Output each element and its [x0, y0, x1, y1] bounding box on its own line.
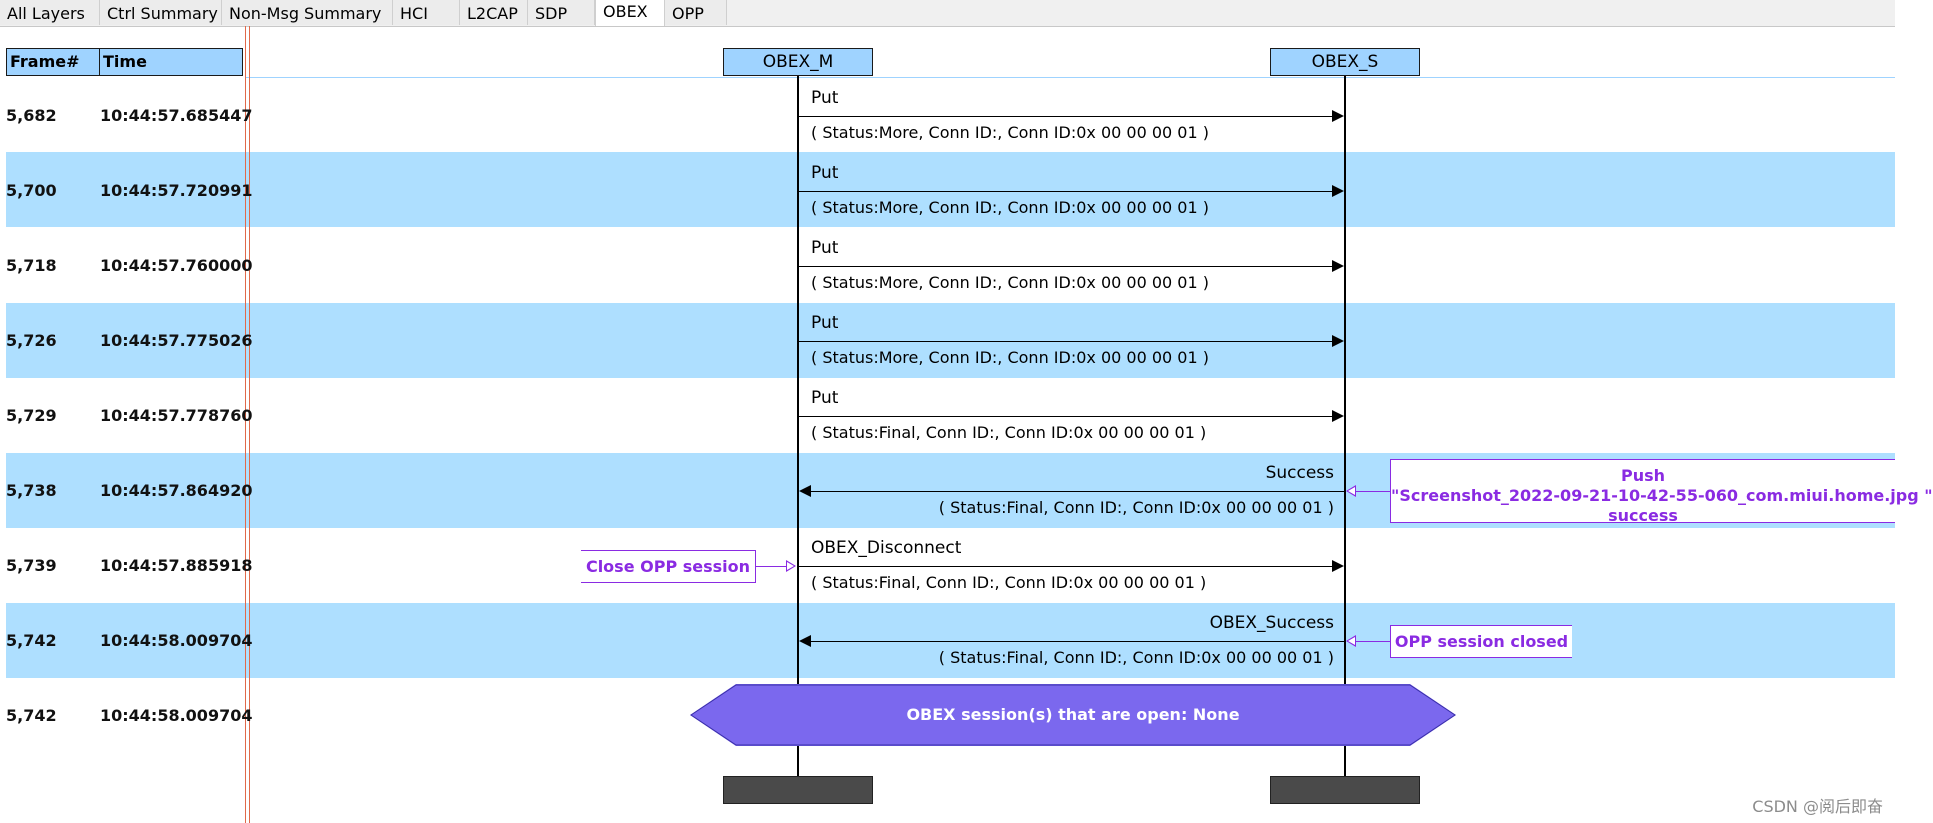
row-band [6, 603, 1895, 678]
message-label[interactable]: Put [811, 88, 839, 108]
row-band [6, 152, 1895, 227]
arrowhead-right-icon [1332, 410, 1344, 422]
tab-bar: All Layers Ctrl Summary Non-Msg Summary … [0, 0, 1895, 27]
message-arrow[interactable] [799, 341, 1332, 342]
time-cell[interactable]: 10:44:57.760000 [100, 256, 253, 275]
lifeline-footer-obex-s [1270, 776, 1420, 804]
lifeline-header-obex-m[interactable]: OBEX_M [723, 48, 873, 76]
message-label[interactable]: Put [811, 238, 839, 258]
message-label[interactable]: Put [811, 313, 839, 333]
message-arrow[interactable] [811, 491, 1344, 492]
message-label[interactable]: OBEX_Disconnect [811, 538, 962, 558]
message-params[interactable]: ( Status:Final, Conn ID:, Conn ID:0x 00 … [811, 573, 1207, 592]
message-params[interactable]: ( Status:Final, Conn ID:, Conn ID:0x 00 … [938, 498, 1334, 517]
time-cell[interactable]: 10:44:57.775026 [100, 331, 253, 350]
message-label[interactable]: Put [811, 163, 839, 183]
frame-cell[interactable]: 5,742 [6, 631, 57, 650]
message-arrow[interactable] [799, 566, 1332, 567]
push-note-file: "Screenshot_2022-09-21-10-42-55-060_com.… [1391, 486, 1933, 505]
lifeline-obex-m [797, 76, 799, 776]
frame-cell[interactable]: 5,682 [6, 106, 57, 125]
tab-l2cap[interactable]: L2CAP [460, 0, 528, 25]
arrowhead-right-icon [1332, 260, 1344, 272]
frame-cell[interactable]: 5,739 [6, 556, 57, 575]
message-params[interactable]: ( Status:More, Conn ID:, Conn ID:0x 00 0… [811, 348, 1209, 367]
tab-non-msg-summary[interactable]: Non-Msg Summary [222, 0, 393, 25]
tab-hci[interactable]: HCI [393, 0, 460, 25]
open-sessions-banner[interactable] [690, 684, 1456, 746]
arrowhead-right-icon [1332, 560, 1344, 572]
message-params[interactable]: ( Status:Final, Conn ID:, Conn ID:0x 00 … [938, 648, 1334, 667]
time-column-header[interactable]: Time [99, 48, 243, 76]
header-rule [245, 77, 1895, 78]
time-cell[interactable]: 10:44:57.885918 [100, 556, 253, 575]
frame-cell[interactable]: 5,718 [6, 256, 57, 275]
push-note-title: Push [1620, 466, 1666, 485]
note-connector [1354, 491, 1390, 492]
message-params[interactable]: ( Status:More, Conn ID:, Conn ID:0x 00 0… [811, 198, 1209, 217]
column-splitter[interactable] [249, 26, 250, 823]
frame-column-header[interactable]: Frame# [6, 48, 100, 76]
banner-text: OBEX session(s) that are open: None [906, 705, 1240, 724]
time-cell[interactable]: 10:44:57.685447 [100, 106, 253, 125]
message-label[interactable]: Success [1265, 463, 1334, 483]
lifeline-obex-s [1344, 76, 1346, 776]
message-arrow[interactable] [799, 266, 1332, 267]
session-closed-note[interactable]: OPP session closed [1390, 625, 1572, 658]
note-connector [1354, 641, 1390, 642]
note-connector [756, 566, 786, 567]
arrowhead-right-icon [1332, 185, 1344, 197]
time-cell[interactable]: 10:44:58.009704 [100, 706, 253, 725]
row-band [6, 303, 1895, 378]
watermark: CSDN @阅后即奋 [1752, 797, 1883, 816]
message-params[interactable]: ( Status:Final, Conn ID:, Conn ID:0x 00 … [811, 423, 1207, 442]
time-cell[interactable]: 10:44:58.009704 [100, 631, 253, 650]
banner-outline [690, 684, 1456, 746]
message-label[interactable]: Put [811, 388, 839, 408]
message-arrow[interactable] [811, 641, 1344, 642]
message-params[interactable]: ( Status:More, Conn ID:, Conn ID:0x 00 0… [811, 123, 1209, 142]
arrowhead-left-icon [799, 485, 811, 497]
tab-obex[interactable]: OBEX [595, 0, 665, 26]
column-splitter[interactable] [245, 26, 246, 823]
frame-cell[interactable]: 5,729 [6, 406, 57, 425]
message-arrow[interactable] [799, 191, 1332, 192]
time-cell[interactable]: 10:44:57.778760 [100, 406, 253, 425]
tab-sdp[interactable]: SDP [528, 0, 595, 25]
message-label[interactable]: OBEX_Success [1209, 613, 1334, 633]
time-cell[interactable]: 10:44:57.720991 [100, 181, 253, 200]
tab-opp[interactable]: OPP [665, 0, 727, 25]
arrowhead-right-icon [1332, 335, 1344, 347]
lifeline-header-obex-s[interactable]: OBEX_S [1270, 48, 1420, 76]
frame-cell[interactable]: 5,738 [6, 481, 57, 500]
message-arrow[interactable] [799, 116, 1332, 117]
time-cell[interactable]: 10:44:57.864920 [100, 481, 253, 500]
open-arrowhead-right-icon [786, 560, 796, 572]
arrowhead-left-icon [799, 635, 811, 647]
push-note-status: success [1608, 506, 1678, 525]
push-note[interactable]: Push "Screenshot_2022-09-21-10-42-55-060… [1390, 459, 1933, 525]
tab-all-layers[interactable]: All Layers [0, 0, 100, 25]
open-arrowhead-left-icon [1346, 485, 1356, 497]
frame-cell[interactable]: 5,726 [6, 331, 57, 350]
tab-ctrl-summary[interactable]: Ctrl Summary [100, 0, 222, 25]
frame-cell[interactable]: 5,700 [6, 181, 57, 200]
close-session-note[interactable]: Close OPP session [581, 550, 756, 583]
frame-cell[interactable]: 5,742 [6, 706, 57, 725]
message-arrow[interactable] [799, 416, 1332, 417]
open-arrowhead-left-icon [1346, 635, 1356, 647]
message-params[interactable]: ( Status:More, Conn ID:, Conn ID:0x 00 0… [811, 273, 1209, 292]
lifeline-footer-obex-m [723, 776, 873, 804]
arrowhead-right-icon [1332, 110, 1344, 122]
